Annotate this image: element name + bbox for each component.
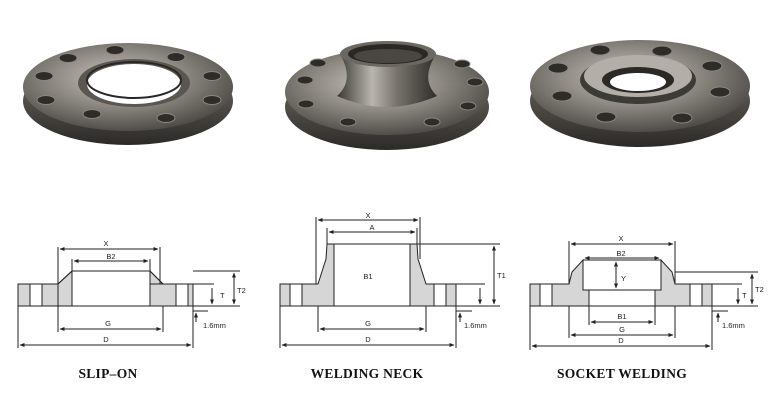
slip-on-flange-photo [23, 43, 233, 145]
welding-neck-caption: WELDING NECK [310, 366, 424, 381]
socket-welding-section-left [529, 258, 590, 307]
slip-on-dim-gap: 1.6mm [203, 321, 226, 330]
welding-neck-section-right [409, 243, 457, 307]
socket-welding-bore [588, 289, 656, 307]
socket-welding-dim-b1: B1 [617, 312, 626, 321]
slip-on-bore [71, 270, 151, 307]
socket-welding-dim-t: T [742, 291, 747, 300]
socket-welding-dim-x: X [618, 234, 623, 243]
welding-neck-dim-a: A [369, 223, 374, 232]
welding-neck-section-drawing [279, 217, 500, 348]
socket-welding-dim-b2: B2 [616, 249, 625, 258]
slip-on-dim-t2: T2 [237, 286, 246, 295]
socket-welding-dim-gap: 1.6mm [722, 321, 745, 330]
socket-welding-caption: SOCKET WELDING [556, 366, 688, 381]
welding-neck-dim-d: D [365, 335, 371, 344]
slip-on-section-left [17, 269, 73, 307]
socket-welding-dimension-labels: X B2 Y B1 G D T2 T 1.6mm [616, 234, 763, 345]
slip-on-bolt-hole-left [29, 283, 43, 307]
slip-on-dim-b2: B2 [106, 252, 115, 261]
welding-neck-section-left [279, 243, 335, 307]
socket-welding-bolt-hole-left [539, 283, 553, 307]
socket-welding-dim-y: Y [621, 274, 626, 283]
socket-welding-socket [582, 259, 662, 291]
socket-welding-flange-photo [530, 40, 750, 147]
welding-neck-dimension-labels: X A B1 G D T1 1.6mm [363, 211, 505, 344]
welding-neck-bolt-hole-left [289, 283, 303, 307]
socket-welding-dim-g: G [619, 325, 625, 334]
slip-on-dim-g: G [105, 319, 111, 328]
socket-welding-section-drawing [529, 241, 758, 350]
socket-welding-dim-t2: T2 [755, 285, 764, 294]
welding-neck-dim-t1: T1 [497, 271, 506, 280]
welding-neck-dim-x: X [365, 211, 370, 220]
slip-on-caption: SLIP–ON [78, 366, 138, 381]
slip-on-dim-d: D [103, 335, 109, 344]
welding-neck-dim-g: G [365, 319, 371, 328]
slip-on-section-drawing [17, 247, 240, 348]
socket-welding-section-right [654, 258, 713, 307]
welding-neck-dim-b1: B1 [363, 272, 372, 281]
slip-on-dimension-labels: X B2 G D T2 T 1.6mm [103, 239, 245, 344]
welding-neck-dim-gap: 1.6mm [464, 321, 487, 330]
welding-neck-bore [333, 243, 411, 307]
slip-on-dim-t: T [220, 291, 225, 300]
welding-neck-bolt-hole-right [433, 283, 447, 307]
socket-welding-dim-d: D [618, 336, 624, 345]
welding-neck-flange-photo [285, 41, 489, 150]
socket-welding-bolt-hole-right [689, 283, 703, 307]
slip-on-bolt-hole-right [175, 283, 189, 307]
slip-on-dim-x: X [103, 239, 108, 248]
